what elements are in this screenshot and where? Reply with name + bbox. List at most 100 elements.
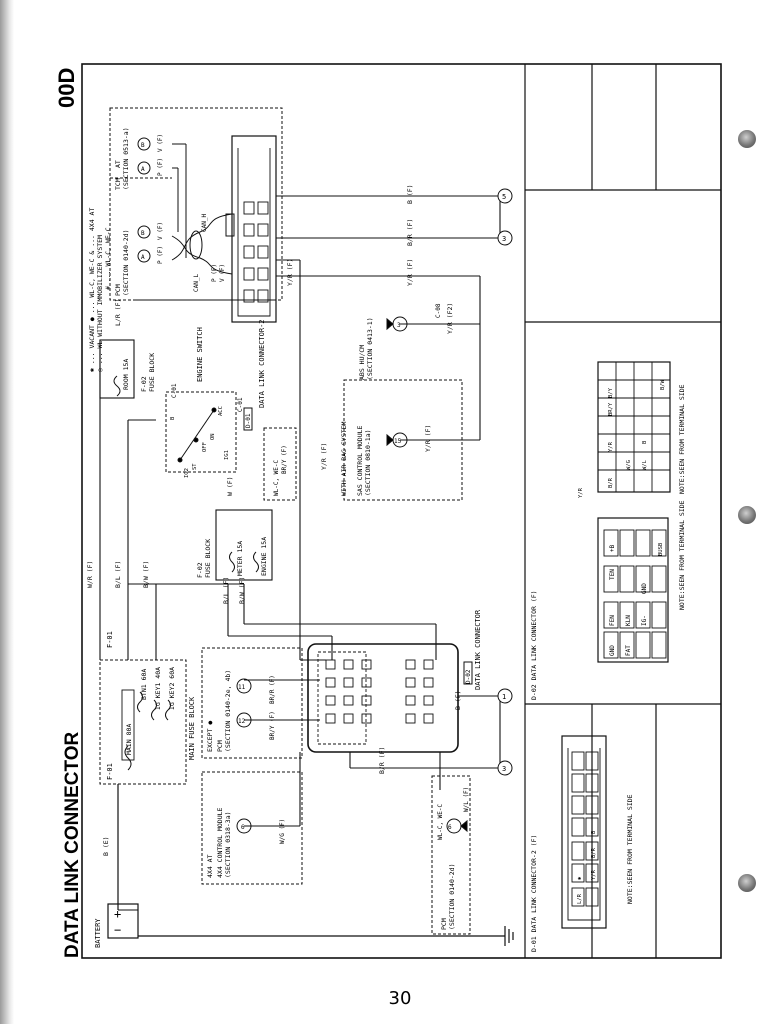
pin-b-pcm: B xyxy=(141,230,145,237)
wlc-optional-box: WL-C, WE-C BR/Y (F) xyxy=(263,427,297,501)
x4-section: (SECTION 0318-3a) xyxy=(224,811,232,878)
switch-connector-side: C-01 xyxy=(237,397,244,412)
abs-hu-cm: 3 ABS HU/CM (SECTION 0413-1) C-08 xyxy=(358,303,442,380)
grid-wl: W/L xyxy=(642,459,648,470)
switch-pos-ig1: IG1 xyxy=(224,450,230,460)
legend-line-2: ◎ ... WL WITHOUT IMMOBILIZER SYSTEM xyxy=(96,235,104,372)
x4-pin: 6 xyxy=(241,824,245,831)
tcm-section: (SECTION 0513-a) xyxy=(122,127,130,190)
grid-br: B/R xyxy=(608,477,614,488)
d02-pin-b: +B xyxy=(609,544,616,552)
switch-pos-off: OFF xyxy=(202,442,208,452)
fuse-room: ROOM 15A xyxy=(122,359,130,390)
grid-note: NOTE:SEEN FROM TERMINAL SIDE xyxy=(678,384,686,494)
d02-pin-gnd: GND xyxy=(609,645,616,656)
diagram-title: DATA LINK CONNECTOR xyxy=(62,731,83,958)
main-fuse-block-name: MAIN FUSE BLOCK xyxy=(188,696,196,760)
wire-yr-mid: Y/R (F) xyxy=(286,259,294,286)
d02-pin-kln: KLN xyxy=(625,615,632,626)
dlc2-name: DATA LINK CONNECTOR-2 xyxy=(258,319,266,408)
pcm-mid-section: (SECTION 0140-2e, 4b) xyxy=(224,670,232,752)
d01-pin-b: B xyxy=(591,830,597,834)
wire-br-top: B/R (F) xyxy=(406,219,414,246)
battery-label: BATTERY xyxy=(94,918,102,948)
pcm-bottom-pin: 6 xyxy=(448,824,452,831)
pcm-pin-11: 11 xyxy=(238,684,246,691)
x4-title: 4X4 CONTROL MODULE xyxy=(216,807,224,878)
d01-pin-vacant: ✱ xyxy=(577,876,583,880)
fuse-engine: ENGINE 15A xyxy=(260,537,268,576)
pcm-top-section: (SECTION 0140-2d) xyxy=(122,229,130,296)
svg-text:−: − xyxy=(114,923,121,937)
wlc-tag-top: WL-C, WE-C xyxy=(273,459,280,496)
d02-pin-gnd2: GND xyxy=(641,583,648,594)
grid-by: B/Y xyxy=(608,387,614,398)
pcm-mid-tag: EXCEPT ● xyxy=(206,721,214,752)
fuse-ig-key2: IG KEY2 60A xyxy=(168,667,176,710)
pin-a-pcm: A xyxy=(141,254,145,261)
dlc-terminal-grid: B/Y B/W BR/Y Y/R B/R W/G W/L B NOTE:SEEN… xyxy=(578,361,686,498)
wire-yr-abs: Y/R (F2) xyxy=(446,303,454,334)
wire-bl-mid: B/L (F) xyxy=(222,577,230,604)
wire-label-wr: W/R (F) xyxy=(86,561,94,588)
grid-bw: B/W xyxy=(660,379,666,390)
binder-hole-middle xyxy=(738,506,756,524)
pcm-mid-title: PCM xyxy=(216,740,224,752)
section-code: 00D xyxy=(54,68,79,108)
wire-yb-bry: BR/Y (F) xyxy=(269,711,276,740)
legend-line-3: # ... WL-C, WE-C xyxy=(104,227,112,290)
wire-yr-sas: Y/R (F) xyxy=(424,425,432,452)
top-wire-runs xyxy=(134,195,501,500)
tcm-title: TCM xyxy=(114,178,122,190)
sas-pin: 15 xyxy=(394,438,402,445)
f01-label-top: F-01 xyxy=(106,631,114,648)
pin-b-tcm: B xyxy=(141,142,145,149)
splice-5-6: 5 3 xyxy=(497,188,513,246)
d01-pin-br: B/R xyxy=(591,847,597,858)
wire-bw-mid: B/W (F) xyxy=(238,577,246,604)
switch-pos-ig2: IG2 xyxy=(184,468,190,478)
wire-label-b-e: B (E) xyxy=(102,836,110,856)
wire-lr: L/R (F) xyxy=(114,299,122,326)
footer-d02-label: D-02 DATA LINK CONNECTOR (F) xyxy=(530,590,538,700)
grid-wire-yr: Y/R xyxy=(578,487,584,498)
grid-yr: Y/R xyxy=(608,441,614,452)
abs-connector: C-08 xyxy=(435,303,442,318)
d02-pin-fen: FEN xyxy=(609,615,616,626)
wire-brr: BR/R (F) xyxy=(269,675,276,704)
can-h-label: CAN_H xyxy=(201,214,208,232)
footer-d01-label: D-01 DATA LINK CONNECTOR-2 (F) xyxy=(530,835,538,952)
svg-text:+: + xyxy=(114,907,121,921)
switch-pos-acc: ACC xyxy=(218,406,224,416)
at-tag: AT xyxy=(114,160,122,168)
f02-name-a: FUSE BLOCK xyxy=(148,353,156,392)
d01-pin-yr: Y/R xyxy=(591,869,597,880)
pcm-pin-v: V (F) xyxy=(157,222,164,240)
switch-pos-on: ON xyxy=(210,433,216,440)
d02-note: NOTE:SEEN FROM TERMINAL SIDE xyxy=(678,500,686,610)
pcm-pin-p: P (F) xyxy=(157,246,164,264)
dlc-connector-body: D-02 DATA LINK CONNECTOR xyxy=(307,609,482,753)
d02-pin-busb: BUSB xyxy=(658,542,664,556)
grid-b: B xyxy=(642,440,648,444)
dlc2-id: D-01 xyxy=(245,413,252,428)
title-block-grid xyxy=(524,64,721,958)
wire-yr-left: Y/R (F) xyxy=(320,443,328,470)
f02-label-b: F-02 xyxy=(196,562,204,578)
d02-terminal-face: GND FAT FEN KLN IG- GND TEN +B BUSB NOTE… xyxy=(597,500,686,663)
splice-1-2: 1 3 xyxy=(497,688,513,776)
wire-bry-top: BR/Y (F) xyxy=(281,445,288,474)
d02-pin-fat: FAT xyxy=(625,645,632,656)
d02-pin-ten: TEN xyxy=(609,569,616,580)
wire-label-bw: B/W (F) xyxy=(142,561,150,588)
pcm-top-title: PCM xyxy=(114,284,122,296)
dlc-wires xyxy=(227,500,501,827)
f02-label-a: F-02 xyxy=(140,376,148,392)
dlc2-connector: DATA LINK CONNECTOR-2 D-01 xyxy=(225,135,277,431)
switch-pos-b: B xyxy=(170,416,176,420)
abs-section: (SECTION 0413-1) xyxy=(366,317,374,380)
d02-pin-ig: IG- xyxy=(641,615,648,626)
diagram-frame xyxy=(81,63,722,959)
battery: + − BATTERY xyxy=(94,903,139,948)
wire-label-bl: B/L (F) xyxy=(114,561,122,588)
